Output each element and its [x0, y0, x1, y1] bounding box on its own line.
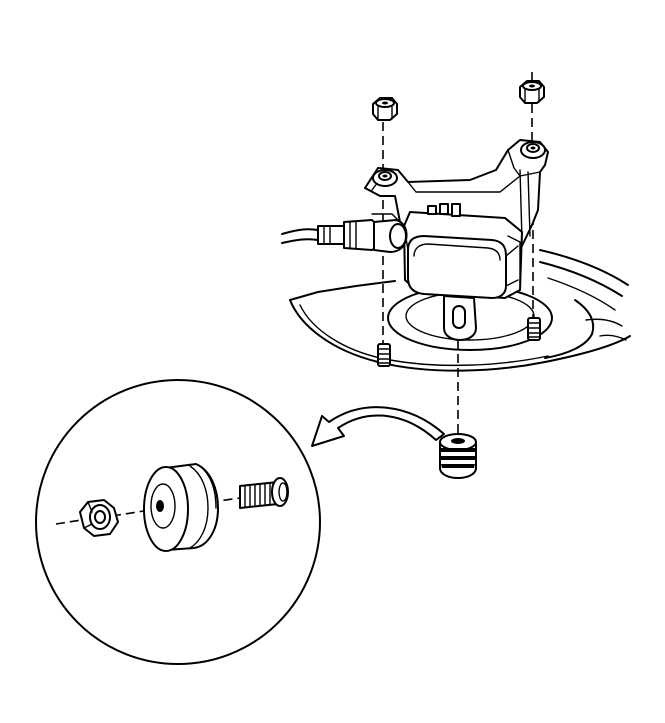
detail-nut-icon	[79, 499, 119, 537]
detail-bolt-icon	[239, 477, 289, 509]
detail-grommet-icon	[143, 463, 219, 552]
module-unit-icon	[403, 203, 523, 341]
stud-left-icon	[377, 343, 391, 367]
detail-callout-icon	[35, 379, 321, 665]
nut-left-icon	[372, 97, 398, 121]
wire-harness-icon	[281, 213, 408, 253]
stud-right-icon	[527, 317, 541, 341]
isolator-icon	[439, 433, 477, 479]
callout-arrow-icon	[311, 406, 445, 447]
nut-right-icon	[519, 80, 545, 104]
